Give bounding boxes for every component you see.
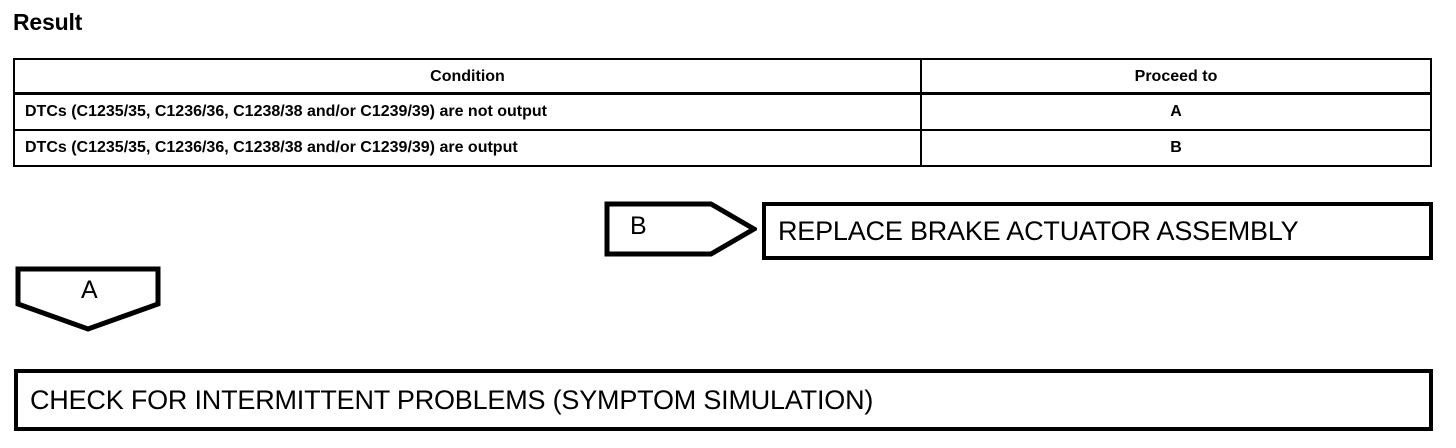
cell-proceed-to-text: A <box>1170 103 1182 120</box>
cell-proceed-to: A <box>920 93 1432 131</box>
page-title: Result <box>13 9 83 35</box>
column-header-condition: Condition <box>13 58 922 95</box>
connector-b-label: B <box>630 212 647 240</box>
table-header-row: Condition Proceed to <box>13 58 1432 95</box>
action-box-check-intermittent-problems-label: CHECK FOR INTERMITTENT PROBLEMS (SYMPTOM… <box>30 384 874 415</box>
action-box-check-intermittent-problems: CHECK FOR INTERMITTENT PROBLEMS (SYMPTOM… <box>14 369 1433 431</box>
table-header-double-rule <box>13 92 1430 94</box>
connector-a: A <box>15 266 161 332</box>
column-header-condition-label: Condition <box>430 67 505 85</box>
connector-a-label: A <box>81 276 98 304</box>
arrow-right-pentagon-icon <box>604 201 757 257</box>
column-header-proceed-to-label: Proceed to <box>1134 67 1218 85</box>
column-header-proceed-to: Proceed to <box>920 58 1432 95</box>
pentagon-down-icon <box>15 266 161 332</box>
action-box-replace-brake-actuator: REPLACE BRAKE ACTUATOR ASSEMBLY <box>762 202 1433 260</box>
cell-proceed-to: B <box>920 129 1432 167</box>
table-row: DTCs (C1235/35, C1236/36, C1238/38 and/o… <box>13 129 1432 167</box>
table-row: DTCs (C1235/35, C1236/36, C1238/38 and/o… <box>13 93 1432 131</box>
result-table: Condition Proceed to DTCs (C1235/35, C12… <box>13 58 1432 167</box>
cell-condition: DTCs (C1235/35, C1236/36, C1238/38 and/o… <box>13 93 922 131</box>
connector-b: B <box>604 201 757 257</box>
cell-condition: DTCs (C1235/35, C1236/36, C1238/38 and/o… <box>13 129 922 167</box>
cell-condition-text: DTCs (C1235/35, C1236/36, C1238/38 and/o… <box>25 139 518 156</box>
cell-condition-text: DTCs (C1235/35, C1236/36, C1238/38 and/o… <box>25 103 547 120</box>
action-box-replace-brake-actuator-label: REPLACE BRAKE ACTUATOR ASSEMBLY <box>778 215 1299 246</box>
cell-proceed-to-text: B <box>1170 139 1182 156</box>
